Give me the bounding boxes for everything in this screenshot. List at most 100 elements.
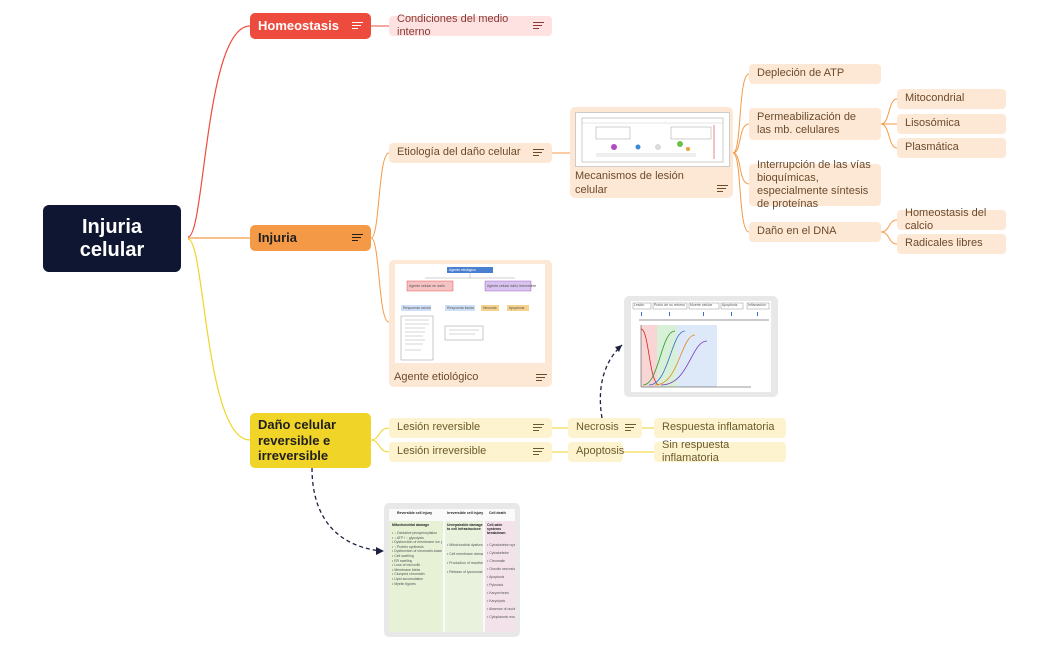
node-necrosis-label: Necrosis — [576, 421, 619, 434]
fig-table-col1-title: Mitochondrial damage — [392, 523, 430, 527]
fig-tl-1: Punto de no retorno — [654, 303, 685, 307]
table-item: • Cell membrane damage — [447, 552, 483, 556]
node-lesion-reversible-label: Lesión reversible — [397, 421, 481, 434]
node-apoptosis[interactable]: Apoptosis — [568, 442, 625, 462]
mecanismos-diagram-image — [575, 112, 730, 167]
node-lesion-irreversible-label: Lesión irreversible — [397, 445, 487, 458]
table-item: • Cytoplasmic eosinophilia — [487, 615, 515, 619]
node-plasmatica[interactable]: Plasmática — [897, 138, 1006, 158]
fig-agente-right: Agente celular daño irreversible — [487, 284, 537, 288]
fig-agente-apoptosis: Apoptosis — [509, 306, 525, 310]
notes-icon[interactable] — [536, 373, 547, 382]
notes-icon[interactable] — [352, 22, 363, 30]
table-item: • Cytoskeleton — [487, 551, 510, 555]
fig-table-h3: Cell death — [489, 511, 506, 515]
notes-icon[interactable] — [352, 234, 363, 242]
node-homeostasis-calcio[interactable]: Homeostasis del calcio — [897, 206, 1006, 232]
table-item: • Karyorrhexis — [487, 591, 509, 595]
notes-icon[interactable] — [533, 448, 544, 456]
agente-diagram-image: Agente etiológico Agente celular en daño… — [395, 264, 545, 363]
node-plasmatica-label: Plasmática — [905, 141, 959, 154]
fig-agente-left: Agente celular en daño — [409, 284, 445, 288]
node-permeabilizacion-label: Permeabilización de las mb. celulares — [757, 110, 857, 136]
table-item: • Apoptosis — [487, 575, 505, 579]
node-sin-respuesta-label: Sin respuesta inflamatoria — [662, 438, 730, 464]
node-interrupcion[interactable]: Interrupción de las vías bioquímicas, es… — [749, 159, 881, 210]
table-item: • ↓ Oxidative phosphorylation — [392, 531, 438, 535]
injury-table-image: Reversible cell injury Irreversible cell… — [389, 509, 515, 632]
branch-injuria-label: Injuria — [258, 230, 298, 246]
node-agente-label: Agente etiológico — [394, 370, 479, 383]
root-node[interactable]: Injuria celular — [43, 205, 181, 272]
fig-tl-4: Inflamación — [748, 303, 766, 307]
fig-agente-resp-tisular: Respuesta tisular — [447, 306, 475, 310]
table-item: • Production of reactive oxygen species — [447, 561, 483, 565]
node-etiologia-label: Etiología del daño celular — [397, 146, 521, 159]
necrosis-timeline-image: Lesión Punto de no retorno Muerte celula… — [631, 301, 771, 392]
node-condiciones-label: Condiciones del medio interno — [397, 12, 509, 38]
fig-table-h1: Reversible cell injury — [397, 511, 433, 515]
notes-icon[interactable] — [717, 184, 728, 193]
table-item: • Myelin figures — [392, 581, 416, 586]
table-item: • ↓ ATP / ↑ glycolysis — [392, 535, 424, 540]
table-item: • Pyknosis — [487, 583, 504, 587]
table-item: • ER swelling — [392, 558, 413, 563]
table-item: • Dysfunction of membrane ion pumps (Na⁺… — [392, 540, 442, 545]
node-mecanismos-label: Mecanismos de lesión celular — [575, 170, 684, 196]
fig-table-col3-title: Cell-wide systems breakdown — [487, 523, 506, 535]
node-sin-respuesta[interactable]: Sin respuesta inflamatoria — [654, 438, 786, 464]
branch-homeostasis[interactable]: Homeostasis — [250, 13, 371, 39]
fig-tl-3: Apoptosis — [722, 303, 738, 307]
fig-agente-necrosis: Necrosis — [483, 306, 497, 310]
node-etiologia[interactable]: Etiología del daño celular — [389, 143, 552, 163]
node-dano-dna[interactable]: Daño en el DNA — [749, 222, 881, 242]
necrosis-timeline-card[interactable]: Lesión Punto de no retorno Muerte celula… — [624, 296, 778, 397]
node-depletion-atp-label: Depleción de ATP — [757, 67, 845, 80]
table-item: • Release of lysosomal enzymes — [447, 570, 483, 574]
notes-icon[interactable] — [533, 149, 544, 157]
fig-tl-2: Muerte celular — [690, 303, 713, 307]
fig-table-col2-title: Unrepairable damage to cell infrastructu… — [447, 523, 483, 531]
node-lesion-irreversible[interactable]: Lesión irreversible — [389, 442, 552, 462]
node-depletion-atp[interactable]: Depleción de ATP — [749, 64, 881, 84]
node-permeabilizacion[interactable]: Permeabilización de las mb. celulares — [749, 108, 881, 140]
branch-injuria[interactable]: Injuria — [250, 225, 371, 251]
node-lisosomica-label: Lisosómica — [905, 117, 961, 130]
fig-agente-resp-celular: Respuesta celular — [403, 306, 432, 310]
fig-tl-0: Lesión — [634, 303, 645, 307]
table-item: • Dysfunction of chromatin-based process… — [392, 549, 442, 554]
table-item: • Chromatin — [487, 559, 506, 563]
injury-table-card[interactable]: Reversible cell injury Irreversible cell… — [384, 503, 520, 637]
node-apoptosis-label: Apoptosis — [576, 445, 625, 458]
table-item: • Oncotic necrosis — [487, 567, 515, 571]
node-radicales-libres[interactable]: Radicales libres — [897, 234, 1006, 254]
node-homeostasis-calcio-label: Homeostasis del calcio — [905, 206, 987, 232]
node-lesion-reversible[interactable]: Lesión reversible — [389, 418, 552, 438]
branch-homeostasis-label: Homeostasis — [258, 18, 339, 34]
node-dano-dna-label: Daño en el DNA — [757, 225, 837, 238]
table-item: • Karyolysis — [487, 599, 506, 603]
node-necrosis[interactable]: Necrosis — [568, 418, 642, 438]
table-item: • Absence of nucleus — [487, 607, 515, 611]
node-respuesta-inflamatoria[interactable]: Respuesta inflamatoria — [654, 418, 786, 438]
node-mitocondrial[interactable]: Mitocondrial — [897, 89, 1006, 109]
node-condiciones[interactable]: Condiciones del medio interno — [389, 12, 552, 38]
notes-icon[interactable] — [533, 22, 544, 30]
node-agente-etiologico[interactable]: Agente etiológico Agente celular en daño… — [389, 260, 552, 387]
fig-agente-top: Agente etiológico — [449, 268, 476, 272]
branch-dano-celular[interactable]: Daño celular reversible e irreversible — [250, 413, 371, 468]
branch-dano-label: Daño celular reversible e irreversible — [258, 417, 337, 464]
node-mecanismos[interactable]: Mecanismos de lesión celular — [570, 107, 733, 198]
notes-icon[interactable] — [533, 424, 544, 432]
table-item: • Lipid accumulation — [392, 577, 424, 581]
node-lisosomica[interactable]: Lisosómica — [897, 114, 1006, 134]
table-item: • Clumped chromatin — [392, 572, 425, 577]
node-radicales-libres-label: Radicales libres — [905, 237, 983, 250]
agente-caption: Agente etiológico — [389, 368, 552, 387]
table-item: • Cell swelling — [392, 554, 414, 558]
table-item: • Cytoskeleton system — [487, 543, 515, 547]
root-label: Injuria celular — [79, 215, 145, 261]
notes-icon[interactable] — [624, 424, 636, 432]
table-item: • Loss of microvilli — [392, 563, 420, 568]
